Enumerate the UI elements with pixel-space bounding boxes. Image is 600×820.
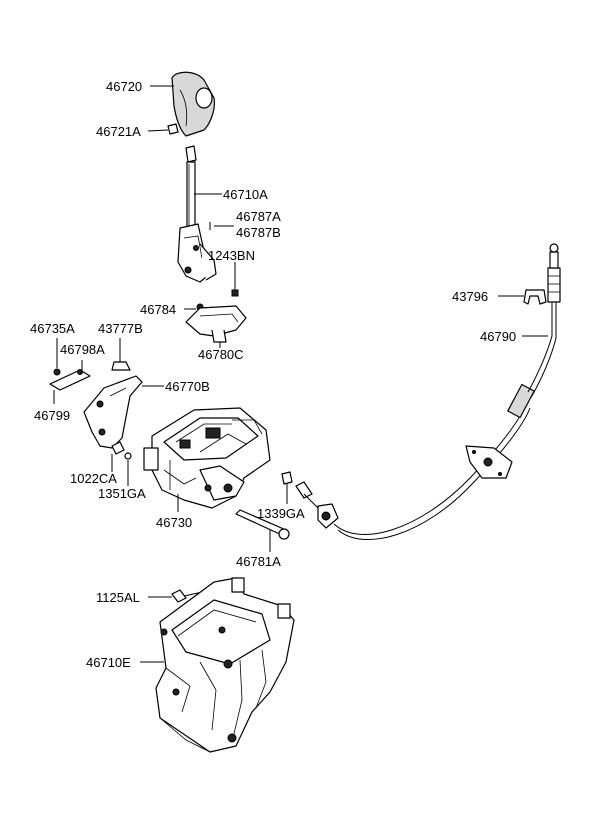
plate-46798A-part xyxy=(49,369,91,391)
label-1022CA: 1022CA xyxy=(70,471,117,486)
label-1339GA: 1339GA xyxy=(257,506,305,521)
label-46781A: 46781A xyxy=(236,554,281,569)
clip-1339GA-part xyxy=(281,471,293,485)
clip-1351GA-part xyxy=(124,452,132,460)
label-46730: 46730 xyxy=(156,515,192,530)
shifter-housing-46730-part xyxy=(143,407,271,509)
label-46735A: 46735A xyxy=(30,321,75,336)
label-1243BN: 1243BN xyxy=(208,248,255,263)
label-46787A: 46787A xyxy=(236,209,281,224)
label-43777B: 43777B xyxy=(98,321,143,336)
shift-cable-46790-part xyxy=(295,243,561,541)
bracket-46770B-part xyxy=(83,375,143,449)
label-46770B: 46770B xyxy=(165,379,210,394)
knob-button-part xyxy=(167,123,179,135)
label-46784: 46784 xyxy=(140,302,176,317)
shift-knob-part xyxy=(171,71,215,137)
screw-46735A-part xyxy=(53,368,61,376)
shift-lever-part xyxy=(177,145,217,283)
label-46710A: 46710A xyxy=(223,187,268,202)
label-1351GA: 1351GA xyxy=(98,486,146,501)
label-46721A: 46721A xyxy=(96,124,141,139)
label-46710E: 46710E xyxy=(86,655,131,670)
label-46790: 46790 xyxy=(480,329,516,344)
label-46780C: 46780C xyxy=(198,347,244,362)
nut-1022CA-part xyxy=(111,441,125,455)
bolt-1243BN-part xyxy=(231,280,239,297)
bracket-frame-46710E-part xyxy=(155,577,295,753)
clip-43796-part xyxy=(523,289,547,305)
label-43796: 43796 xyxy=(452,289,488,304)
label-46720: 46720 xyxy=(106,79,142,94)
label-1125AL: 1125AL xyxy=(96,590,140,605)
label-46787B: 46787B xyxy=(236,225,281,240)
clip-43777B-part xyxy=(111,361,131,371)
label-46798A: 46798A xyxy=(60,342,105,357)
indicator-46780C-part xyxy=(185,305,247,343)
label-46799: 46799 xyxy=(34,408,70,423)
pin-46781A-part xyxy=(235,509,290,540)
